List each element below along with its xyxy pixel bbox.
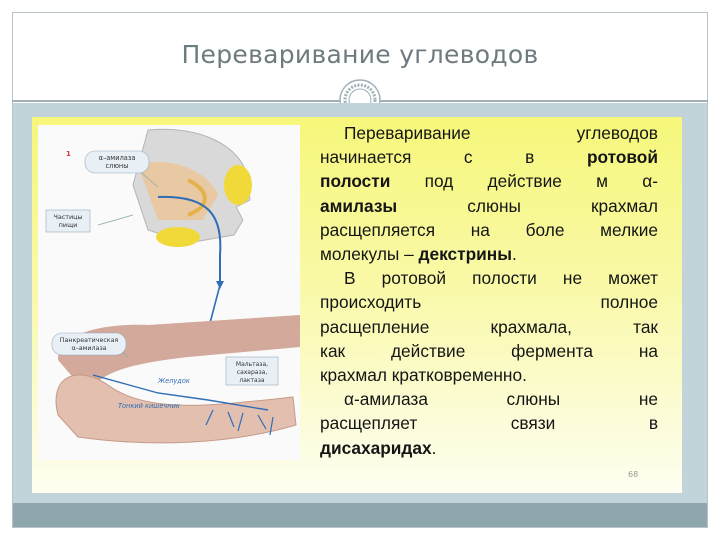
label-disaccharidases-l2: сахараза,	[237, 369, 268, 376]
leader-line	[97, 214, 134, 226]
absorption-arrows	[205, 409, 274, 436]
text-line: амилазы слюны крахмал	[320, 195, 658, 216]
intestine-path-line	[92, 374, 269, 411]
label-food-particles-l1: Частицы	[53, 213, 82, 221]
label-bubble	[225, 356, 279, 386]
label-bubble	[84, 150, 150, 174]
text-line: как действие фермента на	[320, 340, 658, 361]
text-line: крахмал кратковременно.	[320, 365, 527, 386]
text-line: дисахаридах.	[320, 437, 437, 458]
step-number: 1	[66, 150, 71, 158]
esophagus-line	[209, 284, 221, 324]
text-line: расщепление крахмала, так	[320, 316, 658, 337]
text-line: Переваривание углеводов	[344, 123, 658, 143]
label-pancreatic-amylase-l2: α–амилаза	[71, 345, 106, 352]
digestion-diagram: 1 α–амилаза слюны Частицы пищи Панкреати…	[38, 125, 300, 460]
label-bubble	[51, 332, 127, 356]
text-line: В ротовой полости не может	[344, 268, 658, 289]
label-small-intestine: Тонкий кишечник	[118, 402, 180, 410]
label-disaccharidases-l3: лактаза	[239, 377, 264, 384]
text-line: молекулы – декстрины.	[320, 244, 517, 265]
arrow-icon	[216, 281, 224, 289]
text-line: начинается с в ротовой	[320, 147, 658, 168]
text-line: расщепляется на боле мелкие	[320, 219, 658, 240]
label-salivary-amylase-l1: α–амилаза	[99, 154, 136, 162]
text-line: расщепляет связи в	[320, 413, 658, 434]
text-line: происходить полное	[320, 292, 658, 313]
food-path-line	[157, 195, 222, 285]
salivary-gland	[224, 165, 252, 205]
slide-title: Переваривание углеводов	[181, 40, 539, 69]
page-number: 68	[628, 470, 639, 479]
label-food-particles-l2: пищи	[59, 221, 78, 229]
label-bubble	[45, 209, 91, 233]
oral-cavity	[138, 161, 218, 220]
text-line: α-амилаза слюны не	[344, 389, 658, 410]
salivary-gland-lower	[156, 227, 200, 247]
body-text: Переваривание углеводов начинается с в р…	[320, 121, 658, 460]
label-pancreatic-amylase-l1: Панкреатическая	[60, 337, 119, 344]
label-salivary-amylase-l2: слюны	[106, 162, 129, 170]
label-disaccharidases-l1: Мальтаза,	[236, 361, 268, 368]
text-line: полости под действие м α-	[320, 171, 658, 192]
label-stomach: Желудок	[157, 377, 190, 385]
bottom-bar	[13, 503, 707, 527]
tongue	[187, 178, 207, 217]
